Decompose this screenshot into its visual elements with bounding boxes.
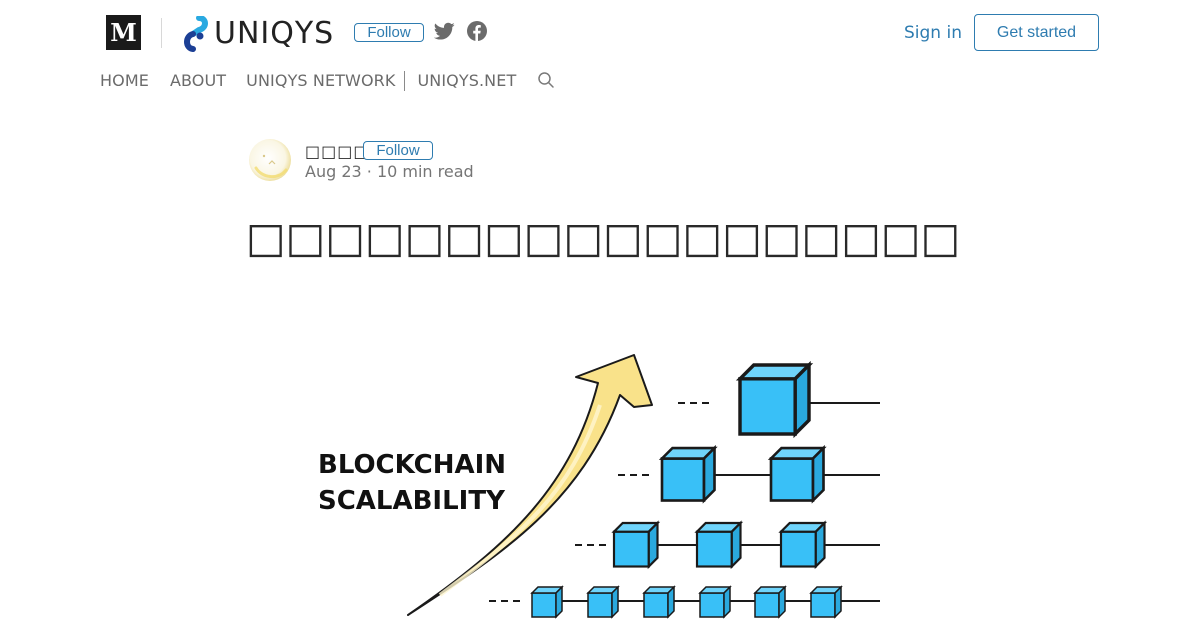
hero-text-line-2: SCALABILITY [318, 486, 506, 516]
follow-publication-button[interactable]: Follow [354, 23, 424, 42]
block-row-2 [618, 446, 880, 502]
twitter-icon[interactable] [434, 22, 455, 41]
search-icon[interactable] [537, 71, 555, 89]
header-divider [161, 18, 162, 48]
author-avatar[interactable] [248, 138, 292, 182]
nav-item-uniqys-network[interactable]: UNIQYS NETWORK [246, 71, 396, 90]
get-started-button[interactable]: Get started [974, 14, 1099, 51]
article-title: □□□□□□□□□□□□□□□□□□ [246, 213, 961, 262]
facebook-icon[interactable] [467, 21, 487, 41]
hero-image: BLOCKCHAIN SCALABILITY [318, 354, 880, 618]
publication-nav: HOME ABOUT UNIQYS NETWORK UNIQYS.NET [100, 68, 516, 94]
block-row-4 [489, 586, 880, 618]
uniqys-logo-icon[interactable] [183, 16, 209, 52]
publication-name[interactable]: UNIQYS [214, 16, 335, 51]
block-row-3 [575, 521, 880, 568]
article-meta: Aug 23 · 10 min read [305, 162, 474, 181]
growth-arrow-icon [407, 354, 653, 616]
follow-author-button[interactable]: Follow [363, 141, 433, 160]
nav-item-home[interactable]: HOME [100, 71, 149, 90]
medium-logo-letter: M [110, 17, 137, 47]
block-row-1 [678, 363, 880, 436]
nav-item-uniqys-net[interactable]: UNIQYS.NET [417, 71, 517, 90]
top-header: M UNIQYS Follow Sign in Get started [0, 0, 1200, 66]
hero-text-line-1: BLOCKCHAIN [318, 450, 506, 480]
medium-logo[interactable]: M [106, 15, 141, 50]
nav-separator [404, 71, 406, 91]
nav-item-about[interactable]: ABOUT [169, 71, 227, 90]
sign-in-link[interactable]: Sign in [904, 23, 962, 43]
